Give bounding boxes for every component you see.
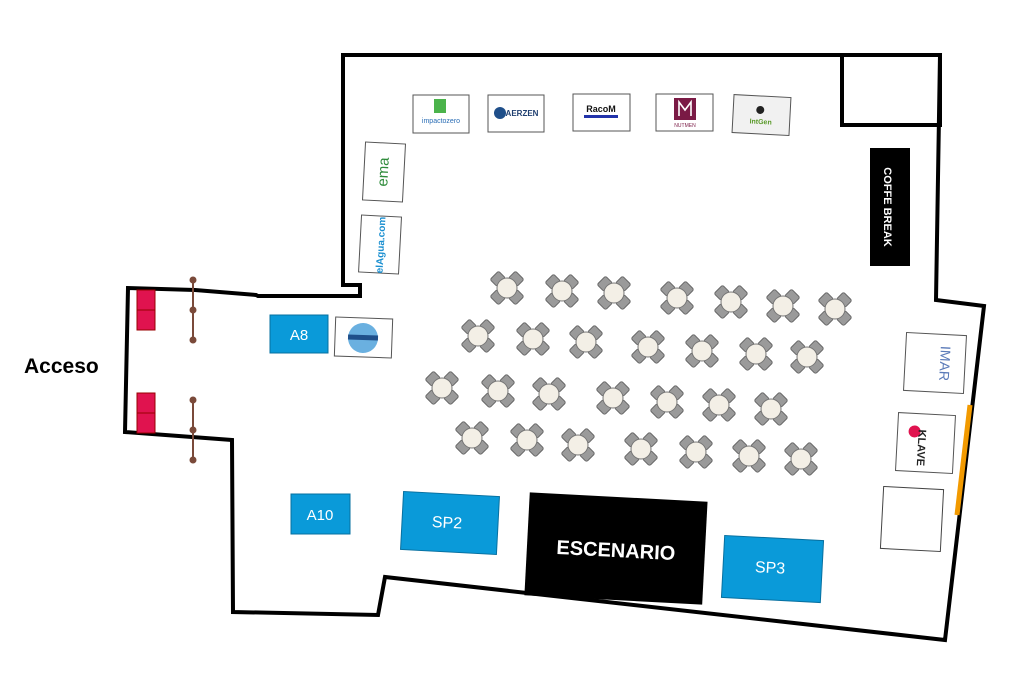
table-top <box>708 394 730 416</box>
table-top <box>603 282 625 304</box>
coffee-break-area[interactable] <box>870 148 910 266</box>
table[interactable] <box>776 434 827 485</box>
logo-klave[interactable]: KLAVE <box>894 412 957 475</box>
table[interactable] <box>553 420 604 471</box>
table[interactable] <box>453 311 504 362</box>
table-top <box>522 328 544 350</box>
coffee-break-label: COFFE BREAK <box>881 167 893 247</box>
table-top <box>760 398 782 420</box>
table[interactable] <box>616 424 667 475</box>
table-top <box>496 277 518 299</box>
table[interactable] <box>417 363 468 414</box>
table[interactable] <box>589 268 640 319</box>
table[interactable] <box>746 384 797 435</box>
booth-sp3[interactable] <box>720 534 825 604</box>
table[interactable] <box>694 380 745 431</box>
table-top <box>691 340 713 362</box>
entrance-label: Acceso <box>24 355 99 378</box>
table[interactable] <box>706 277 757 328</box>
booth-sp2[interactable] <box>400 491 500 555</box>
table-top <box>796 346 818 368</box>
table-top <box>666 287 688 309</box>
table-top <box>516 429 538 451</box>
booth-sp2-group: SP2 <box>400 491 500 555</box>
table[interactable] <box>782 332 833 383</box>
table[interactable] <box>642 377 693 428</box>
table-top <box>431 377 453 399</box>
logo-nutmen[interactable]: NUTMEN <box>655 93 714 132</box>
booth-sp3-label: SP3 <box>754 559 785 578</box>
logo-ema[interactable]: ema <box>361 141 407 203</box>
logo-imar[interactable]: IMAR <box>902 331 968 395</box>
logo-ema-text: ema <box>374 156 393 187</box>
logo-water[interactable] <box>333 316 394 359</box>
seating-area <box>417 263 861 485</box>
logo-impactozero[interactable]: impactozero <box>412 94 470 134</box>
table-top <box>772 295 794 317</box>
logo-el-agua-text: elAgua.com <box>375 216 389 273</box>
logo-klave-text: KLAVE <box>914 429 928 466</box>
table-top <box>538 383 560 405</box>
table-top <box>720 291 742 313</box>
logo-imar-text: IMAR <box>936 346 954 382</box>
logo-racom-text: RacoM <box>586 104 616 114</box>
table-top <box>461 427 483 449</box>
table-top <box>824 298 846 320</box>
table-top <box>467 325 489 347</box>
table-top <box>656 391 678 413</box>
table[interactable] <box>652 273 703 324</box>
table-top <box>567 434 589 456</box>
table[interactable] <box>561 317 612 368</box>
table[interactable] <box>537 266 588 317</box>
stage-group: ESCENARIO <box>524 492 708 605</box>
logo-intgen-text: IntGen <box>749 118 772 126</box>
barrier-poles <box>189 276 197 464</box>
table[interactable] <box>731 329 782 380</box>
logo-aerzen[interactable]: AERZEN <box>487 94 545 133</box>
table-top <box>790 448 812 470</box>
table[interactable] <box>508 314 559 365</box>
table[interactable] <box>502 415 553 466</box>
nutmen-m-mark <box>678 99 692 116</box>
table-top <box>630 438 652 460</box>
empty-booth[interactable] <box>879 485 945 553</box>
table[interactable] <box>724 431 775 482</box>
table[interactable] <box>758 281 809 332</box>
table[interactable] <box>677 326 728 377</box>
table-top <box>685 441 707 463</box>
logo-el-agua[interactable]: elAgua.com <box>358 214 403 275</box>
logo-impactozero-text: impactozero <box>422 118 460 125</box>
table[interactable] <box>482 263 533 314</box>
table-top <box>738 445 760 467</box>
logo-aerzen-text: AERZEN <box>506 109 539 118</box>
booth-sp3-group: SP3 <box>720 534 825 604</box>
table-top <box>602 387 624 409</box>
stage[interactable] <box>524 492 708 605</box>
table-top <box>637 336 659 358</box>
table-top <box>745 343 767 365</box>
table-top <box>551 280 573 302</box>
logo-racom[interactable]: RacoM <box>572 93 631 132</box>
logo-nutmen-text: NUTMEN <box>674 123 696 129</box>
table-top <box>575 331 597 353</box>
booth-a8[interactable] <box>269 314 329 354</box>
table-top <box>487 380 509 402</box>
table[interactable] <box>623 322 674 373</box>
booth-a8-label: A8 <box>290 327 308 344</box>
corner-room <box>840 53 942 127</box>
table[interactable] <box>447 413 498 464</box>
table[interactable] <box>588 373 639 424</box>
booth-sp2-label: SP2 <box>431 514 462 533</box>
booth-a10[interactable] <box>290 493 351 535</box>
booth-a10-label: A10 <box>307 507 334 524</box>
logo-intgen[interactable]: IntGen <box>731 94 792 137</box>
table[interactable] <box>524 369 575 420</box>
table[interactable] <box>473 366 524 417</box>
table[interactable] <box>671 427 722 478</box>
accent-wall <box>954 404 973 516</box>
table[interactable] <box>810 284 861 335</box>
